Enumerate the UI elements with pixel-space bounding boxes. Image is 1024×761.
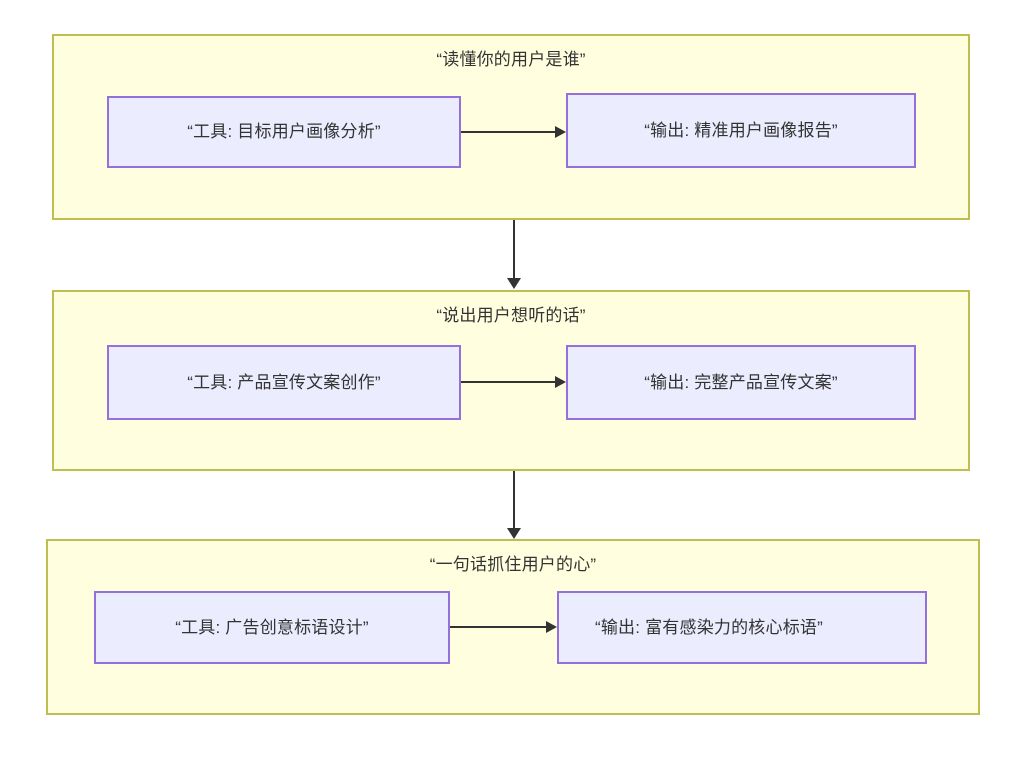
arrow-tool-to-output-group-1 (461, 116, 566, 148)
node-output-label-group-2: “输出: 完整产品宣传文案” (644, 372, 838, 392)
node-tool-label-group-1: “工具: 目标用户画像分析” (187, 122, 381, 141)
node-tool-label-group-2: “工具: 产品宣传文案创作” (187, 372, 381, 392)
connector-group-2-to-group-3 (498, 471, 530, 540)
node-output-group-1[interactable]: “输出: 精准用户画像报告” (566, 93, 916, 168)
subgraph-title-group-3: “一句话抓住用户的心” (429, 555, 597, 574)
node-output-group-3[interactable]: “输出: 富有感染力的核心标语” (557, 591, 927, 664)
arrow-head (555, 376, 566, 388)
subgraph-title-group-1: “读懂你的用户是谁” (436, 50, 586, 69)
arrow-head (546, 621, 557, 633)
arrow-tool-to-output-group-3 (450, 611, 557, 643)
node-output-label-group-3: “输出: 富有感染力的核心标语” (595, 617, 823, 637)
arrow-shaft (461, 381, 556, 383)
connector-group-1-to-group-2 (498, 220, 530, 290)
node-tool-group-3[interactable]: “工具: 广告创意标语设计” (94, 591, 450, 664)
connector-head (507, 528, 521, 539)
node-output-group-2[interactable]: “输出: 完整产品宣传文案” (566, 345, 916, 420)
node-tool-group-1[interactable]: “工具: 目标用户画像分析” (107, 96, 461, 168)
node-tool-group-2[interactable]: “工具: 产品宣传文案创作” (107, 345, 461, 420)
subgraph-title-group-2: “说出用户想听的话” (436, 306, 586, 325)
connector-shaft (513, 471, 515, 529)
connector-head (507, 278, 521, 289)
node-tool-label-group-3: “工具: 广告创意标语设计” (175, 617, 369, 637)
node-output-label-group-1: “输出: 精准用户画像报告” (644, 120, 838, 140)
arrow-shaft (450, 626, 547, 628)
arrow-shaft (461, 131, 556, 133)
arrow-tool-to-output-group-2 (461, 366, 566, 398)
connector-shaft (513, 220, 515, 279)
arrow-head (555, 126, 566, 138)
